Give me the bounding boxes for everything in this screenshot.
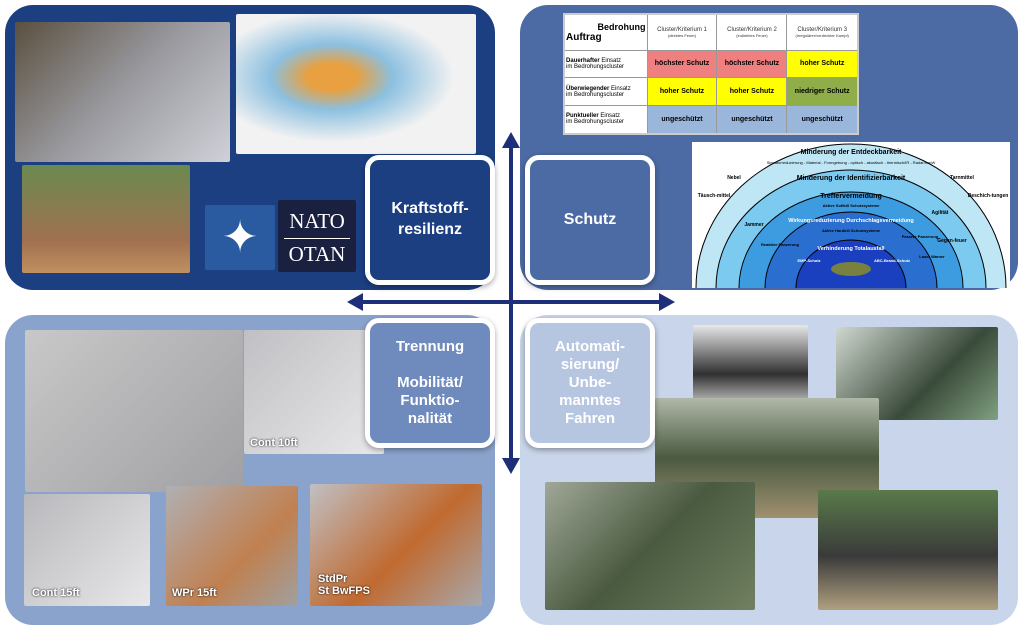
cont-10ft-image xyxy=(244,330,384,454)
svg-text:Passive Panzerung: Passive Panzerung xyxy=(902,234,939,239)
wpr-15ft-image xyxy=(166,486,298,606)
svg-text:Reaktive Panzerung: Reaktive Panzerung xyxy=(761,242,800,247)
svg-text:Täusch-mittel: Täusch-mittel xyxy=(698,193,731,199)
svg-text:Beschich-tungen: Beschich-tungen xyxy=(968,193,1009,199)
svg-text:Jammer: Jammer xyxy=(744,222,763,228)
svg-text:Agilität: Agilität xyxy=(932,210,949,216)
stdpr-image xyxy=(310,484,482,606)
onion-label: Treffervermeidung xyxy=(820,193,881,200)
onion-label: Verhinderung Totalausfall xyxy=(817,246,885,252)
field-photo xyxy=(22,165,190,273)
svg-text:Nebel: Nebel xyxy=(727,175,741,181)
onion-label: Wirkungsreduzierung Durchschlagsvermeidu… xyxy=(788,218,914,224)
world-map-image xyxy=(236,14,476,154)
arrow-up-icon xyxy=(502,132,520,148)
caption-wpr-15ft: WPr 15ft xyxy=(172,587,217,599)
chassis-render-image xyxy=(25,330,243,492)
filter-photo xyxy=(15,22,230,162)
svg-text:Gegen-feuer: Gegen-feuer xyxy=(937,238,967,244)
svg-text:Tarnmittel: Tarnmittel xyxy=(950,175,974,181)
armored-vehicle-photo xyxy=(818,490,998,610)
box-protection: Schutz xyxy=(525,155,655,285)
onion-label: Aktive Hardkill Schutzsysteme xyxy=(822,228,881,233)
svg-text:EMP-Schutz: EMP-Schutz xyxy=(797,258,820,263)
arrow-right-icon xyxy=(659,293,675,311)
onion-label: Signaturreduzierung - Material - Formgeb… xyxy=(767,160,936,165)
tank-icon xyxy=(831,262,871,276)
onion-label: Aktive Softkill Schutzsysteme xyxy=(823,203,880,208)
onion-label: Minderung der Identifizierbarkeit xyxy=(797,175,906,182)
cont-15ft-image xyxy=(24,494,150,606)
box-separation: Trennung Mobilität/ Funktio- nalität xyxy=(365,318,495,448)
box-automation: Automati- sierung/ Unbe- manntes Fahren xyxy=(525,318,655,448)
box-fuel-resilience: Kraftstoff- resilienz xyxy=(365,155,495,285)
caption-cont-15ft: Cont 15ft xyxy=(32,587,80,599)
svg-text:ABC-Brand-Schutz: ABC-Brand-Schutz xyxy=(874,258,910,263)
arrow-left-icon xyxy=(347,293,363,311)
nato-star-logo: ✦ xyxy=(205,205,275,270)
svg-text:Laser Warner: Laser Warner xyxy=(919,254,945,259)
caption-cont-10ft: Cont 10ft xyxy=(250,437,298,449)
caption-stdpr: StdPr St BwFPS xyxy=(318,573,370,597)
onion-label: Minderung der Entdeckbarkeit xyxy=(801,149,902,156)
protection-onion-diagram: Minderung der Entdeckbarkeit Signaturred… xyxy=(692,142,1010,288)
arrow-down-icon xyxy=(502,458,520,474)
nato-otan-logo: NATO OTAN xyxy=(278,200,356,272)
robot-photo xyxy=(693,325,808,407)
truck-container-photo xyxy=(545,482,755,610)
